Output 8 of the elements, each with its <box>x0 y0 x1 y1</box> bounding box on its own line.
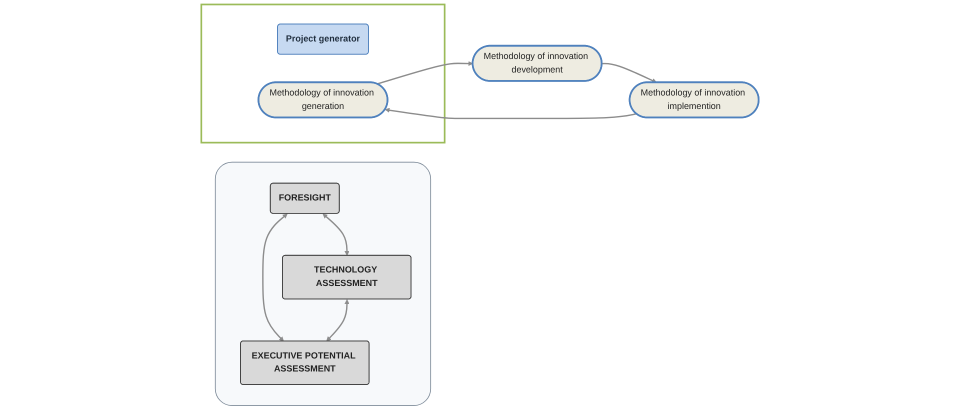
arrow <box>322 214 350 256</box>
arrow <box>326 299 350 342</box>
arrow <box>376 61 474 85</box>
arrow <box>262 214 288 342</box>
cluster <box>200 4 446 144</box>
cluster <box>214 162 432 406</box>
arrow <box>602 62 657 83</box>
arrow <box>384 108 637 120</box>
